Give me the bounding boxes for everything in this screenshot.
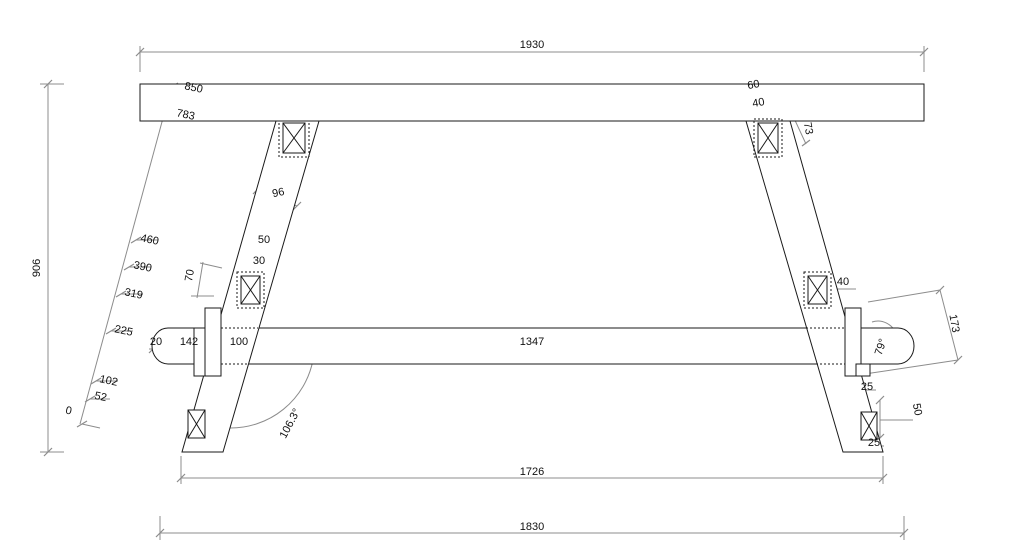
dim-left-angle: 106.3° — [278, 407, 304, 441]
dim-right-top-offset: 73 — [801, 121, 815, 135]
dim-foot-span: 1726 — [520, 466, 544, 478]
dim-leg-gap: 100 — [230, 336, 248, 348]
dim-stretcher-length: 1830 — [520, 521, 544, 533]
dim-mortise-inner: 30 — [253, 255, 265, 267]
height-mark-225: 225 — [113, 323, 133, 339]
stretcher-right-cap — [844, 307, 862, 377]
height-mark-390: 390 — [132, 259, 152, 275]
dim-right-top-inner: 40 — [751, 96, 765, 110]
dim-inner-length: 1347 — [520, 336, 544, 348]
dim-mortise-height: 70 — [183, 268, 197, 282]
dim-leg-width: 96 — [271, 186, 285, 200]
height-mark-783: 783 — [175, 107, 195, 123]
dim-mortise-outer: 50 — [258, 234, 270, 246]
height-mark-319: 319 — [123, 286, 143, 302]
dim-right-foot-a: 25 — [861, 381, 873, 393]
table-top — [139, 83, 925, 122]
dim-stretcher-end: 20 — [150, 336, 162, 348]
height-mark-460: 460 — [139, 232, 159, 248]
height-mark-52: 52 — [93, 390, 107, 404]
dim-stretcher-left: 142 — [180, 336, 198, 348]
left-top-mortise — [278, 120, 310, 158]
height-mark-102: 102 — [98, 373, 118, 389]
dim-right-foot-c: 25 — [868, 437, 880, 449]
table-parts — [139, 83, 925, 453]
height-mark-0: 0 — [64, 405, 72, 418]
height-mark-850: 850 — [183, 80, 203, 96]
left-mid-mortise — [236, 271, 265, 309]
height-scale-ticks — [76, 82, 179, 428]
dim-height: 906 — [31, 259, 43, 277]
dim-table-length: 1930 — [520, 39, 544, 51]
right-top-mortise — [753, 118, 783, 158]
right-mid-mortise — [803, 271, 832, 309]
right-foot-mortise — [860, 411, 878, 441]
dim-right-side-width: 40 — [837, 276, 849, 288]
dim-right-top-outer: 60 — [746, 78, 760, 92]
stretcher-left-cap — [204, 307, 222, 377]
lower-stretcher — [151, 327, 915, 365]
dim-right-foot-b: 50 — [910, 402, 924, 416]
left-foot-mortise — [187, 409, 206, 439]
dim-right-rise: 173 — [946, 313, 961, 333]
dim-right-angle: 79° — [873, 337, 890, 357]
